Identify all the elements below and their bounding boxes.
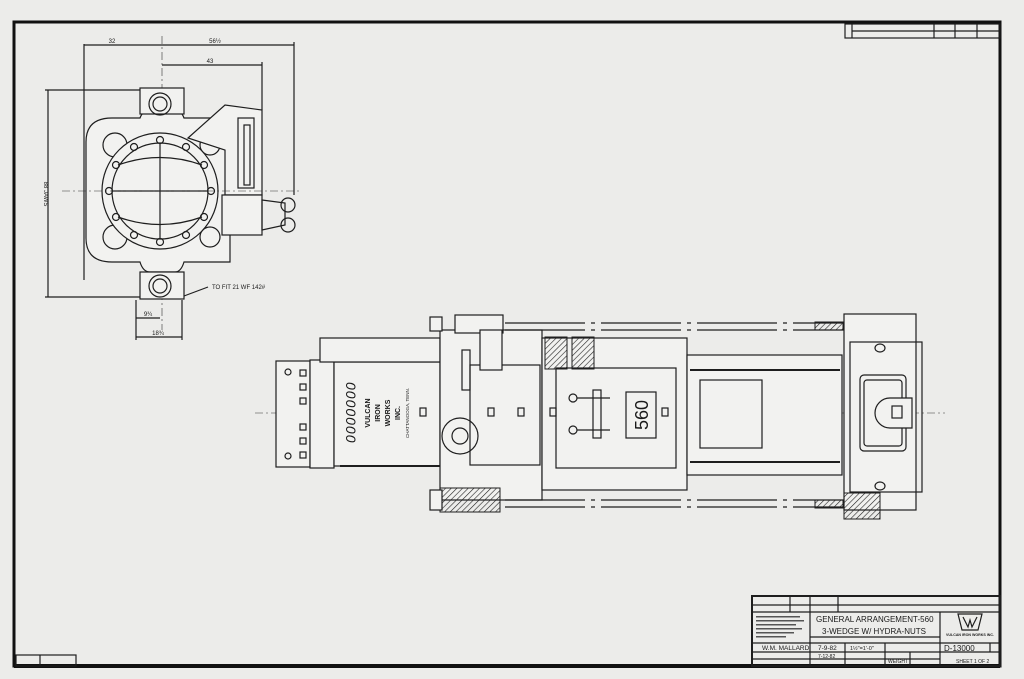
model-plate: 560 (632, 400, 652, 430)
serial-plate: 0000000 (343, 382, 359, 444)
revision-block (844, 23, 1001, 39)
dim-flange-half: 9¾ (144, 312, 153, 318)
drawn-by: W.M. MALLARD (762, 645, 810, 652)
dim-left: 32 (109, 39, 116, 45)
end-view: 32 56½ 43 88 JAWS (42, 36, 300, 340)
maker-line-1: VULCAN (365, 398, 372, 427)
company-logo (957, 613, 983, 631)
scale: 1½"=1'-0" (850, 645, 874, 652)
maker-line-4: INC. (395, 406, 402, 420)
title-line-2: 3-WEDGE W/ HYDRA-NUTS (822, 627, 926, 636)
date-2: 7-12-82 (818, 654, 835, 660)
dim-total: 56½ (209, 38, 221, 45)
bottom-left-block (15, 654, 77, 667)
side-view: 0000000 VULCAN IRON WORKS INC. CHATTANOO… (255, 313, 945, 520)
maker-line-3: WORKS (385, 399, 392, 426)
date: 7-9-82 (818, 645, 837, 652)
dim-height: 88 JAWS (42, 182, 48, 207)
drawing-number: D-13000 (944, 644, 975, 653)
maker-city: CHATTANOOGA, TENN. (405, 388, 410, 438)
maker-line-2: IRON (375, 404, 382, 422)
svg-text:0000000: 0000000 (343, 382, 359, 444)
dim-flange: 18¾ (152, 331, 165, 337)
sheet-number: SHEET 1 OF 2 (956, 659, 989, 665)
weight-label: WEIGHT (888, 659, 908, 665)
fit-note: TO FIT 21 WF 142# (212, 285, 266, 291)
company-name: VULCAN IRON WORKS INC. (946, 633, 994, 637)
title-block: GENERAL ARRANGEMENT-560 3-WEDGE W/ HYDRA… (751, 595, 1001, 667)
title-line-1: GENERAL ARRANGEMENT-560 (816, 615, 934, 624)
dim-right: 43 (207, 59, 214, 65)
